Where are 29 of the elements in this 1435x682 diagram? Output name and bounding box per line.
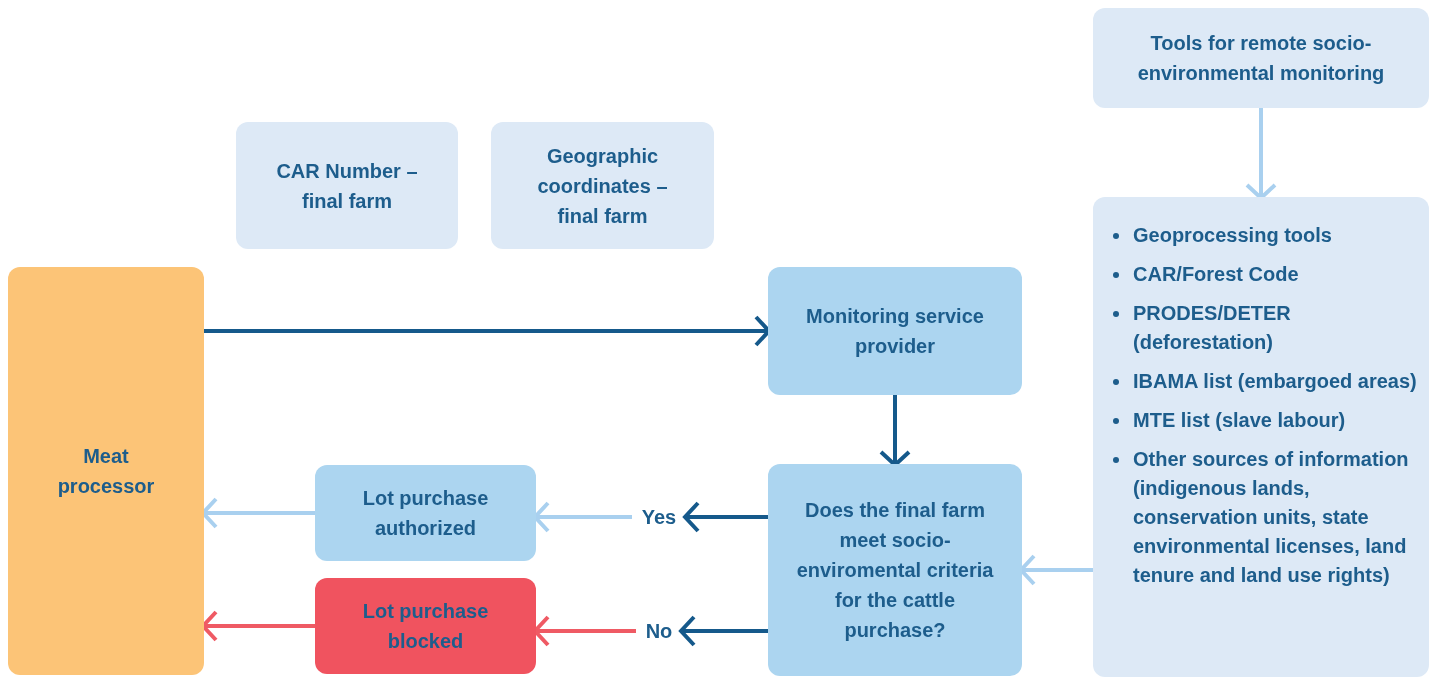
box-label: CAR Number – final farm <box>275 158 419 214</box>
box-label: Does the final farm meet socio-enviromental criteria for the cattle purchase? <box>796 498 994 643</box>
box-label: Meat processor <box>56 444 156 499</box>
branch-label: No <box>645 619 673 644</box>
list-box <box>1093 197 1429 677</box>
box-label: Lot purchase authorized <box>361 486 490 541</box>
info-box <box>236 122 458 249</box>
list-item: CAR/Forest Code <box>1133 262 1299 287</box>
info-box <box>1093 8 1429 108</box>
arrow <box>679 615 768 647</box>
box-label: Tools for remote socio-environmental monitoring <box>1136 31 1386 86</box>
process-box <box>315 465 536 561</box>
blocked-box <box>315 578 536 674</box>
list-item: MTE list (slave labour) <box>1133 408 1346 433</box>
process-box <box>768 464 1022 676</box>
box-label: Geographic coordinates – final farm <box>536 143 669 229</box>
list-item: Geoprocessing tools <box>1133 223 1332 248</box>
process-box <box>768 267 1022 395</box>
list-item: IBAMA list (embargoed areas) <box>1133 369 1417 394</box>
list-item: Other sources of information (indigenous lands, conservation units, state environmental licenses, land tenure and land use rights) <box>1133 447 1410 588</box>
actor-box <box>8 267 204 675</box>
list-item: PRODES/DETER (deforestation) <box>1133 301 1292 355</box>
box-label: Monitoring service provider <box>805 304 985 359</box>
branch-label: Yes <box>641 505 677 530</box>
arrow <box>683 501 768 533</box>
box-label: Lot purchase blocked <box>361 599 490 654</box>
info-box <box>491 122 714 249</box>
arrow <box>879 395 911 467</box>
arrow <box>1245 108 1277 200</box>
